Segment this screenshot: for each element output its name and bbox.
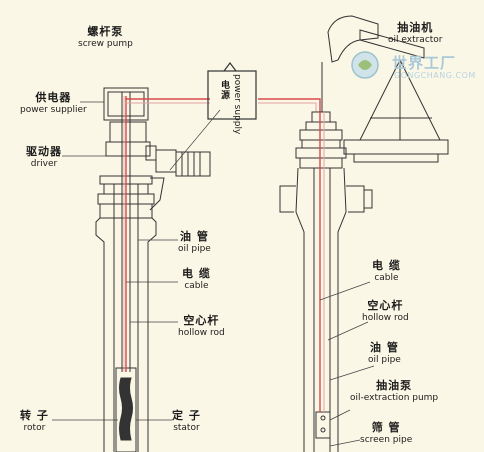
power-line (125, 98, 321, 112)
label-rotor: 转 子 rotor (20, 409, 49, 433)
label-cable-right: 电 缆 cable (372, 259, 401, 283)
label-screen-pipe: 筛 管 screen pipe (360, 421, 413, 445)
power-supply-box-drawing (207, 62, 257, 120)
label-driver: 驱动器 driver (26, 145, 62, 169)
watermark-logo-icon (351, 51, 379, 79)
label-oil-pipe-right: 油 管 oil pipe (368, 341, 401, 365)
screw-pump-title: 螺杆泵 screw pump (78, 25, 133, 49)
label-cable-left: 电 缆 cable (182, 267, 211, 291)
power-supply-zh: 电源 (219, 80, 229, 100)
label-oil-pipe-left: 油 管 oil pipe (178, 230, 211, 254)
label-stator: 定 子 stator (172, 409, 201, 433)
rotor-helix (119, 377, 133, 441)
power-supply-en: power supply (232, 74, 242, 135)
label-hollow-rod-left: 空心杆 hollow rod (178, 314, 225, 338)
driver-box (109, 121, 147, 143)
watermark: 世界工厂 GONGCHANG.COM (350, 50, 480, 84)
oil-extraction-pump (315, 411, 331, 439)
label-hollow-rod-right: 空心杆 hollow rod (362, 299, 409, 323)
screw-pump-drawing (95, 87, 211, 452)
label-oil-extraction-pump: 抽油泵 oil-extraction pump (350, 379, 439, 403)
oil-extractor-title: 抽油机 oil extractor (388, 21, 443, 45)
leader-lines (52, 101, 375, 447)
label-power-supplier: 供电器 power supplier (20, 91, 87, 115)
watermark-en: GONGCHANG.COM (394, 71, 476, 80)
watermark-zh: 世界工厂 (392, 54, 457, 72)
oil-extractor-drawing (279, 15, 449, 452)
motor-box (175, 151, 211, 177)
